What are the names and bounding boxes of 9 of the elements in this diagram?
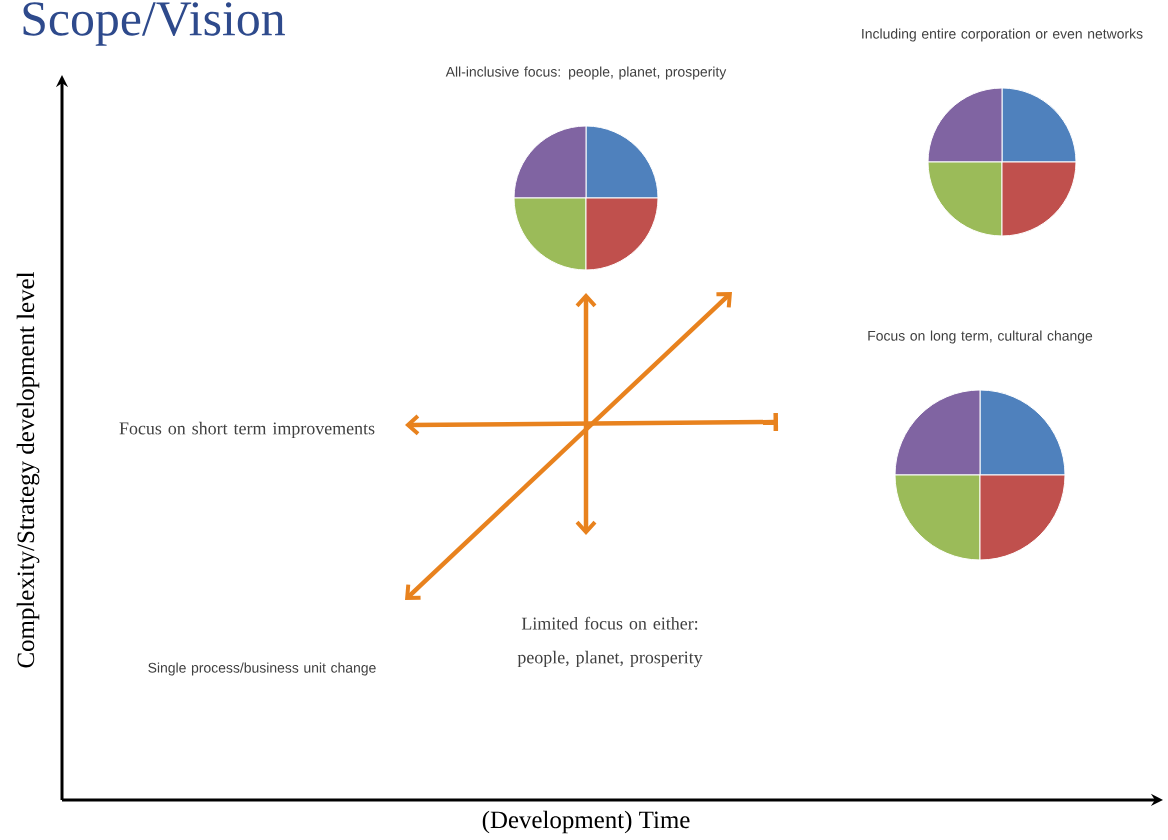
- quadrant-label: Limited focus on either: people, planet, prosperity: [517, 616, 703, 668]
- axis-label: (Development) Time: [482, 810, 690, 834]
- node-label: All-inclusive focus: people, planet, prosperity: [445, 66, 727, 80]
- quadrant-label: Focus on short term improvements: [119, 421, 375, 439]
- title: Scope/Vision: [23, 2, 285, 46]
- quadrant-label: Single process/business unit change: [148, 662, 376, 676]
- node-label: Including entire corporation or even networks: [862, 28, 1143, 42]
- node-label: Focus on long term, cultural change: [868, 330, 1093, 344]
- axis-label: Complexity/Strategy development level: [16, 271, 40, 668]
